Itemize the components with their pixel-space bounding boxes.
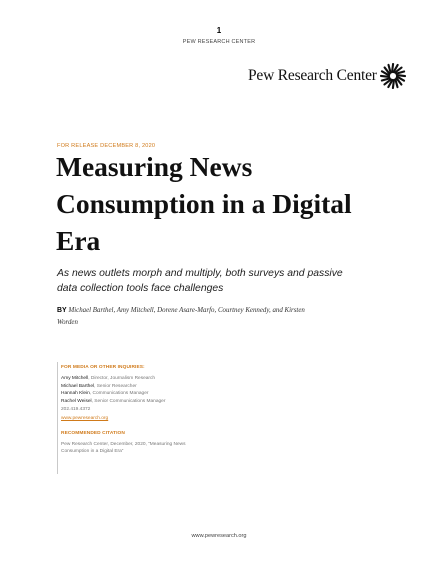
- logo-text: Pew Research Center: [248, 67, 377, 84]
- release-date: FOR RELEASE DECEMBER 8, 2020: [57, 143, 156, 149]
- contact-role: , Senior Communications Manager: [91, 399, 166, 405]
- contact-role: , Communications Manager: [89, 391, 149, 397]
- contact-name: Michael Barthel: [61, 383, 95, 389]
- title-line: Consumption in a Digital: [56, 188, 352, 219]
- contact-row: Hannah Klein, Communications Manager: [61, 390, 226, 398]
- running-header: PEW RESEARCH CENTER: [182, 39, 256, 45]
- contact-name: Hannah Klein: [61, 391, 90, 397]
- byline-prefix: BY: [57, 307, 67, 314]
- subtitle-line: As news outlets morph and multiply, both…: [57, 268, 343, 279]
- citation-line: Pew Research Center, December, 2020, “Me…: [61, 442, 186, 448]
- subtitle-line: data collection tools face challenges: [57, 282, 224, 294]
- contact-name: Amy Mitchell: [61, 376, 89, 381]
- contact-name: Rachel Weisel: [61, 399, 92, 405]
- page-number: 1: [216, 26, 222, 35]
- title-line: Measuring News: [56, 151, 253, 182]
- sunburst-icon: [379, 63, 406, 89]
- contact-row: Amy Mitchell, Director, Journalism Resea…: [61, 375, 226, 383]
- title-line: Era: [56, 225, 101, 256]
- citation-line: Consumption in a Digital Era”: [61, 449, 124, 455]
- author-names: Michael Barthel, Amy Mitchell, Dorene As…: [68, 307, 305, 314]
- contacts-heading: FOR MEDIA OR OTHER INQUIRIES:: [61, 365, 145, 370]
- report-title: Measuring News Consumption in a Digital …: [56, 148, 396, 259]
- citation-heading: RECOMMENDED CITATION: [61, 431, 125, 437]
- contact-row: Michael Barthel, Senior Researcher: [61, 383, 226, 391]
- contact-phone: 202.419.4372: [61, 406, 91, 412]
- contact-role: , Senior Researcher: [94, 383, 137, 389]
- report-subtitle: As news outlets morph and multiply, both…: [57, 267, 387, 296]
- contact-role: , Director, Journalism Research: [88, 376, 156, 381]
- footer-url: www.pewresearch.org: [191, 533, 247, 539]
- author-names-continued: Worden: [57, 319, 78, 326]
- media-contact-box: FOR MEDIA OR OTHER INQUIRIES: Amy Mitche…: [57, 362, 228, 474]
- contact-row: Rachel Weisel, Senior Communications Man…: [61, 398, 226, 406]
- citation-text: Pew Research Center, December, 2020, “Me…: [61, 441, 226, 455]
- pew-logo: Pew Research Center: [248, 63, 406, 89]
- byline: BY Michael Barthel, Amy Mitchell, Dorene…: [57, 305, 387, 329]
- website-link[interactable]: www.pewresearch.org: [61, 415, 109, 421]
